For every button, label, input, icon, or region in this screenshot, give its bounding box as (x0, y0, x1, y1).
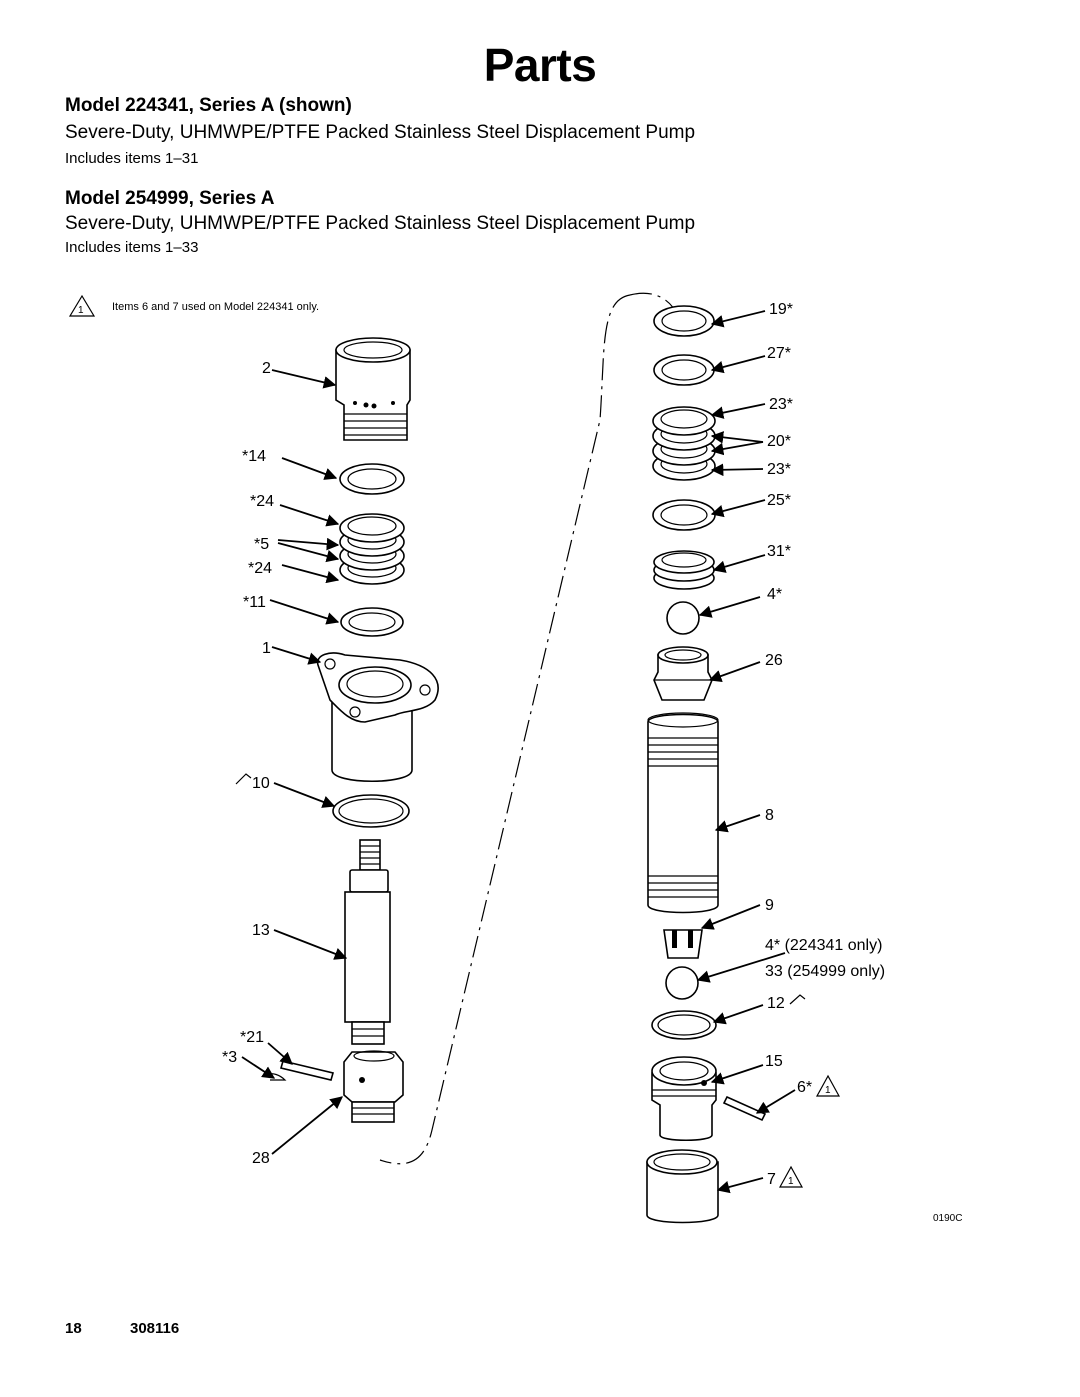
callout-2: 2 (262, 360, 271, 377)
page-number: 18 (65, 1320, 82, 1337)
part-33-ball (665, 966, 699, 1000)
callout-26: 26 (765, 652, 783, 669)
callout-33-254999: 33 (254999 only) (765, 963, 885, 980)
packing-stack-right (652, 406, 716, 481)
callout-10: 10 (252, 775, 270, 792)
part-21-pin (280, 1060, 334, 1081)
part-25-ring (652, 499, 716, 531)
note-flag-6-number: 1 (825, 1085, 831, 1096)
part-26-nut (653, 646, 713, 701)
part-31-spring (653, 550, 715, 590)
part-11-ring (340, 607, 404, 637)
part-10-ring (332, 794, 410, 828)
callout-24-bottom: *24 (248, 560, 272, 577)
model-224341-description: Severe-Duty, UHMWPE/PTFE Packed Stainles… (65, 122, 696, 143)
callout-4: 4* (767, 586, 782, 603)
part-13-rod (344, 839, 391, 1045)
callout-23-top: 23* (769, 396, 793, 413)
part-27-ring (653, 354, 715, 386)
callout-20: 20* (767, 433, 791, 450)
callout-1: 1 (262, 640, 271, 657)
note-triangle-icon: 1 (68, 294, 96, 317)
callout-21: *21 (240, 1029, 264, 1046)
callout-3: *3 (222, 1049, 237, 1066)
callout-19: 19* (769, 301, 793, 318)
part-15-intake-valve (651, 1056, 717, 1141)
callout-12: 12 (767, 995, 785, 1012)
callout-24-top: *24 (250, 493, 274, 510)
leader-lines-left (235, 369, 348, 1155)
part-1-housing (316, 652, 439, 782)
part-9-ball-guide (663, 929, 703, 959)
callout-23-bottom: 23* (767, 461, 791, 478)
model-224341-includes: Includes items 1–31 (65, 150, 199, 167)
figure-id: 0190C (933, 1213, 962, 1224)
note-flag-7-number: 1 (788, 1176, 794, 1187)
callout-5: *5 (254, 536, 269, 553)
part-8-cylinder (647, 712, 719, 914)
note-flag-6-icon: 1 (815, 1074, 841, 1097)
leader-lines-right (696, 310, 806, 1194)
callout-6: 6* (797, 1079, 812, 1096)
model-254999-heading: Model 254999, Series A (65, 188, 275, 209)
packing-stack-left (339, 513, 405, 585)
note-flag-7-icon: 1 (778, 1165, 804, 1188)
doc-number: 308116 (130, 1320, 180, 1337)
callout-13: 13 (252, 922, 270, 939)
note-number: 1 (78, 305, 84, 316)
callout-27: 27* (767, 345, 791, 362)
callout-31: 31* (767, 543, 791, 560)
part-7-cover (646, 1149, 719, 1224)
callout-25: 25* (767, 492, 791, 509)
model-224341-heading: Model 224341, Series A (shown) (65, 95, 352, 116)
callout-14: *14 (242, 448, 266, 465)
part-12-ring (651, 1010, 717, 1040)
part-19-ring (653, 305, 715, 337)
page-title: Parts (483, 39, 597, 91)
model-254999-description: Severe-Duty, UHMWPE/PTFE Packed Stainles… (65, 213, 696, 234)
callout-9: 9 (765, 897, 774, 914)
note-text: Items 6 and 7 used on Model 224341 only. (112, 301, 320, 313)
part-4-ball (666, 601, 700, 635)
callout-8: 8 (765, 807, 774, 824)
callout-15: 15 (765, 1053, 783, 1070)
callout-11: *11 (243, 594, 266, 611)
model-254999-includes: Includes items 1–33 (65, 239, 199, 256)
assembly-centerline (379, 294, 631, 1165)
part-2-packing-nut (335, 337, 411, 441)
part-14-ring (339, 463, 405, 495)
part-6-pin (722, 1095, 767, 1122)
callout-28: 28 (252, 1150, 270, 1167)
callout-4-224341: 4* (224341 only) (765, 937, 882, 954)
callout-7: 7 (767, 1171, 776, 1188)
part-28-piston (343, 1050, 404, 1123)
